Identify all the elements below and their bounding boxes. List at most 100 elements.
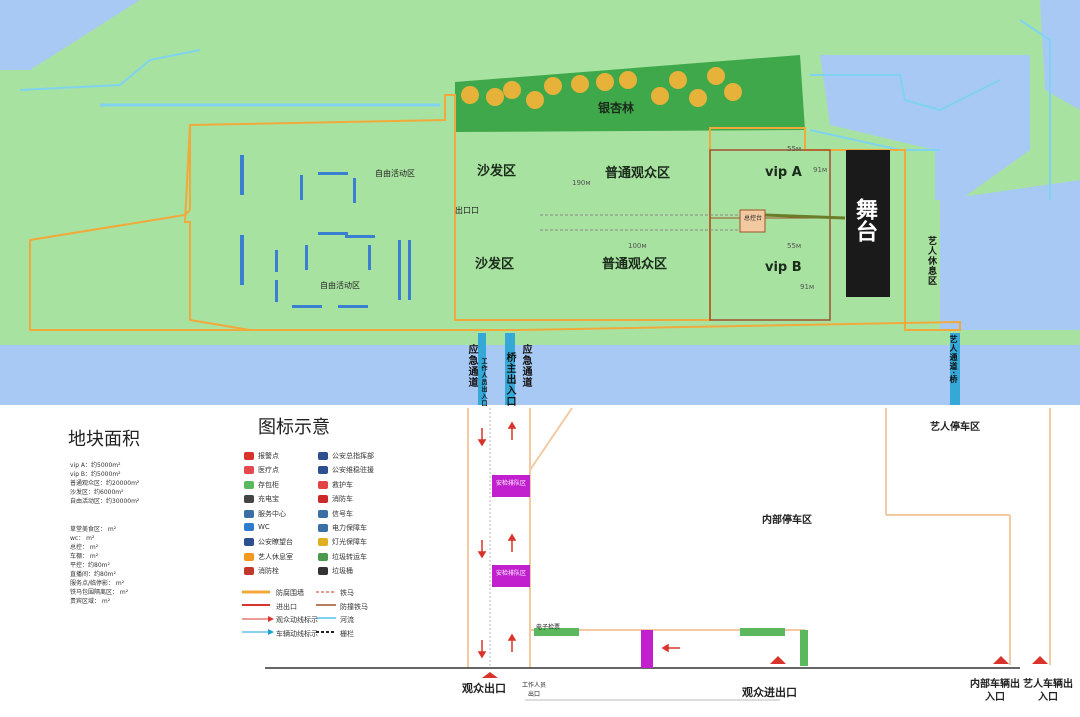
venue-land — [0, 0, 1080, 345]
area-panel-title: 地块面积 — [68, 429, 140, 450]
area-row: 直播间：约80m² — [70, 571, 116, 578]
bridge-channel — [505, 333, 515, 405]
tree-icon — [669, 71, 687, 89]
area-row: 沙发区：约6000m² — [70, 489, 124, 496]
legend-icon — [244, 452, 254, 460]
parking-lines — [265, 407, 1051, 701]
area-row: vip B：约5000m² — [70, 471, 121, 478]
legend-icon — [244, 552, 254, 561]
legend-item: 公安维稳驻援 — [318, 465, 374, 475]
legend-item: 报警点 — [244, 451, 279, 461]
tree-icon — [707, 67, 725, 85]
legend-label: 存包柜 — [258, 480, 279, 489]
dist-55a: 55м — [787, 145, 802, 153]
legend-label: 艺人休息室 — [258, 552, 293, 561]
legend-item: 灯光保障车 — [318, 537, 367, 547]
area-row: 总控： m² — [70, 544, 99, 551]
legend-line-label: 栅栏 — [340, 629, 354, 638]
legend-line-label: 车辆动线标示 — [276, 629, 318, 638]
legend-label: 公安瞭望台 — [258, 538, 293, 547]
channel-emergency-right: 应急通道 — [520, 344, 531, 388]
legend-title: 图标示意 — [258, 417, 330, 438]
tree-icon — [486, 88, 504, 106]
legend-icon — [318, 495, 328, 504]
legend-item: 公安总指挥部 — [318, 451, 374, 461]
legend-item: 消防栓 — [244, 566, 279, 576]
legend-icon — [318, 538, 328, 547]
artist-vehicle-label: 艺人车辆出入口 — [1023, 679, 1073, 703]
audience-entry-label: 观众进出口 — [742, 686, 797, 699]
legend-item: 医疗点 — [244, 465, 279, 475]
dist-100: 100м — [628, 242, 647, 250]
stage-label: 舞台 — [852, 198, 877, 242]
legend-icon — [318, 552, 328, 561]
tree-icon — [619, 71, 637, 89]
security-a-label: 安检排队区 — [495, 480, 526, 487]
legend-label: 垃圾桶 — [332, 567, 353, 576]
tree-icon — [689, 89, 707, 107]
security-b-label: 安检排队区 — [495, 570, 526, 577]
legend-icon — [244, 509, 254, 518]
area-row: 车棚： m² — [70, 553, 99, 560]
legend-label: WC — [258, 523, 270, 531]
legend-lines — [242, 590, 336, 635]
area-row: 贵宾区域： m² — [70, 598, 111, 605]
legend-item: 充电宝 — [244, 494, 279, 504]
zone-label-free-top: 自由活动区 — [375, 169, 415, 178]
fence-boundary — [183, 94, 961, 331]
zone-label-general-top: 普通观众区 — [605, 166, 671, 181]
control-booth — [739, 209, 766, 233]
legend-label: 医疗点 — [258, 466, 279, 475]
tree-icon — [503, 81, 521, 99]
legend-label: 灯光保障车 — [332, 538, 367, 547]
exit-mid-label: 出口口 — [455, 206, 479, 215]
vip-fence — [709, 149, 831, 321]
legend-icon — [318, 480, 328, 489]
legend-item: 艺人休息室 — [244, 552, 293, 562]
legend-label: 救护车 — [332, 480, 353, 489]
artist-parking-label: 艺人停车区 — [930, 422, 980, 433]
inner-parking-label: 内部停车区 — [762, 515, 812, 526]
tree-icon — [571, 75, 589, 93]
legend-label: 公安维稳驻援 — [332, 466, 374, 475]
area-row: 普通观众区：约20000m² — [70, 480, 140, 487]
audience-flow-arrows — [477, 421, 680, 659]
area-row: 铁马包围隔离区： m² — [70, 589, 129, 596]
channel-artist: 艺人通道·桥 — [949, 335, 958, 385]
ticket-label: 电子检票 — [536, 624, 561, 631]
legend-label: 垃圾转运车 — [332, 552, 367, 561]
zone-label-ginkgo: 银杏林 — [598, 101, 635, 115]
legend-item: 电力保障车 — [318, 523, 367, 533]
legend-label: 电力保障车 — [332, 524, 367, 532]
zone-label-free-bottom: 自由活动区 — [320, 281, 360, 290]
channel-emergency-left: 应急通道 — [466, 344, 477, 388]
legend-icon — [318, 466, 328, 475]
emergency-channel-left — [478, 333, 486, 405]
tree-icon — [526, 91, 544, 109]
tree-group — [461, 67, 742, 109]
tree-icon — [596, 73, 614, 91]
legend-item: 存包柜 — [244, 480, 279, 490]
area-row: vip A：约5000m² — [70, 462, 121, 469]
area-row: 自由活动区：约30000m² — [70, 498, 140, 505]
legend-icon — [244, 523, 254, 531]
dist-91b: 91м — [800, 283, 815, 291]
legend-item: WC — [244, 523, 270, 531]
area-row: 平控：约80m² — [70, 562, 110, 569]
zone-label-sofa-bottom: 沙发区 — [475, 257, 515, 272]
legend-icon — [318, 524, 328, 532]
legend-item: 消防车 — [318, 494, 353, 504]
seating-strips — [240, 155, 411, 308]
zone-label-general-bottom: 普通观众区 — [602, 257, 668, 272]
area-row: wc： m² — [70, 535, 95, 542]
legend-line-label: 铁马 — [340, 589, 354, 597]
legend-icon — [244, 567, 254, 576]
legend-icon — [318, 567, 328, 576]
control-label: 总控台 — [743, 215, 762, 222]
legend-icon — [244, 495, 254, 504]
legend-icon — [244, 466, 254, 475]
audience-exit-label: 观众出口 — [462, 682, 506, 695]
legend-line-label: 防腐围墙 — [276, 589, 304, 597]
zone-label-vip-a: vip A — [765, 165, 802, 180]
